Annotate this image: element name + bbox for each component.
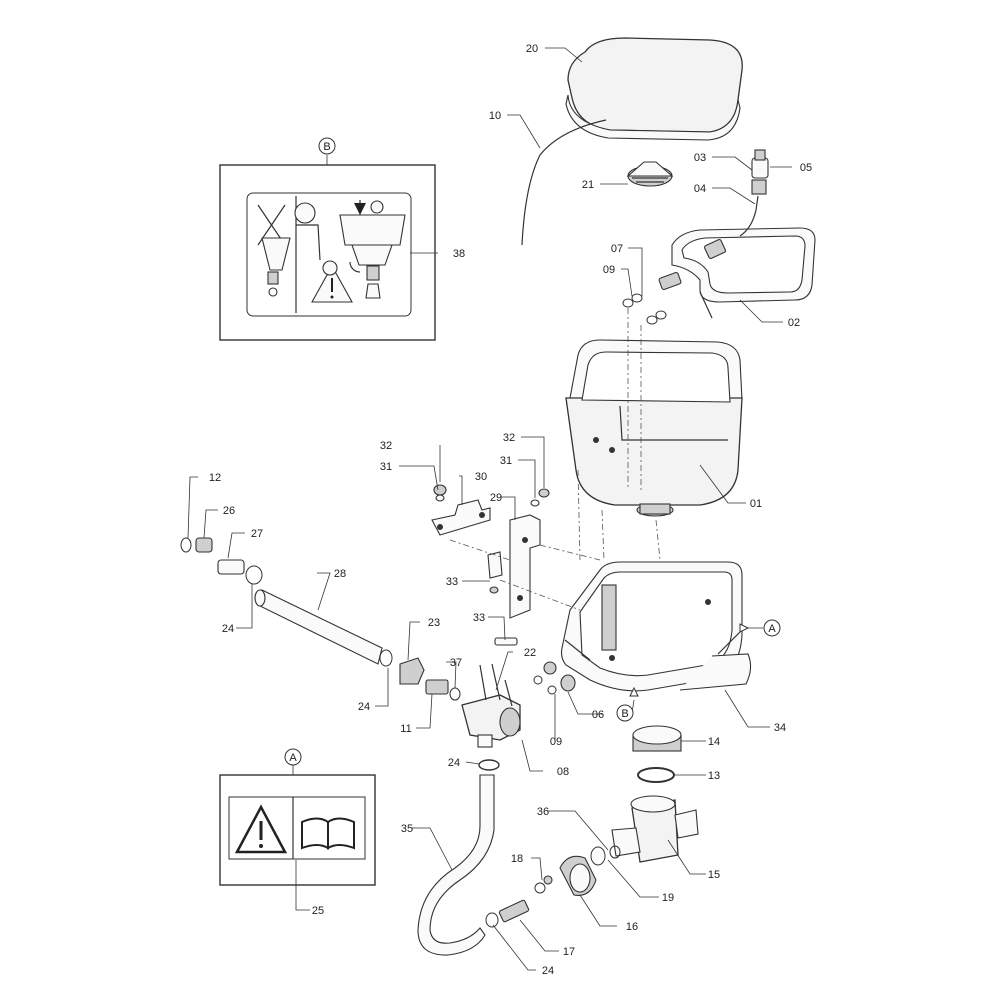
callout-12: 12 [209,472,221,484]
callout-04: 04 [694,183,706,195]
callout-01: 01 [750,498,762,510]
callout-10: 10 [489,110,501,122]
dipstick-wire [521,119,607,246]
callout-24-mid: 24 [358,701,370,713]
callout-31-left: 31 [380,461,392,473]
callout-06: 06 [592,709,604,721]
callout-17: 17 [563,946,575,958]
decal-b-marker: B [323,141,330,153]
callout-37: 37 [450,657,462,669]
coupling-nut-part [379,649,425,685]
filling-pictogram [311,200,406,303]
callout-27: 27 [251,528,263,540]
callout-09-top: 09 [603,264,615,276]
seal-19-part [590,845,621,866]
callout-16: 16 [626,921,638,933]
hose-35-part [417,774,495,956]
lid-part [565,37,743,141]
svg-text:B: B [621,708,628,720]
callout-leaders [187,47,792,971]
callout-34: 34 [774,722,786,734]
pipe-nipple-part [217,559,263,585]
gasket-13-part [637,767,675,783]
support-frame-part [560,561,752,692]
cap-16-part [559,855,597,896]
callout-32-right: 32 [503,432,515,444]
tee-fitting-part [611,795,699,863]
bracket-29-part [509,514,541,619]
callout-09-lower: 09 [550,736,562,748]
callout-24-bottom: 24 [542,965,554,977]
callout-18: 18 [511,853,523,865]
decal-a-marker: A [289,752,297,764]
callout-24-clamp: 24 [448,757,460,769]
callout-38: 38 [453,248,465,260]
hose-connector-part [658,238,727,291]
decal-a-panel: A [219,748,376,886]
hose-clamp-top-part [478,759,500,771]
callout-31-right: 31 [500,455,512,467]
callout-03: 03 [694,152,706,164]
hose-28-part [254,589,383,665]
valve-body-part [461,663,521,748]
threaded-adapter-part [425,679,461,701]
tank-part [565,339,743,517]
pipe-handle-part [671,227,816,319]
callout-28: 28 [334,568,346,580]
manual-book-icon [301,817,355,850]
bracket-33-part [487,551,503,594]
callout-32-left: 32 [380,440,392,452]
callout-24-left: 24 [222,623,234,635]
union-nut-part [632,725,682,752]
callout-35: 35 [401,823,413,835]
bracket-30-part [431,499,491,536]
callout-19: 19 [662,892,674,904]
callout-13: 13 [708,770,720,782]
callout-05: 05 [800,162,812,174]
callout-33-lower: 33 [473,612,485,624]
valve-seals-part [533,661,576,695]
callout-02: 02 [788,317,800,329]
nozzle-fitting-part [739,149,769,237]
callout-numbers: 20 10 21 03 05 04 07 09 02 01 32 31 32 3… [209,43,812,977]
callout-26: 26 [223,505,235,517]
decal-b-panel: B [219,137,436,341]
callout-07: 07 [611,243,623,255]
strainer-part [626,161,674,187]
svg-text:A: A [768,623,776,635]
drain-fitting-part [485,875,553,928]
o-rings-top [622,293,667,325]
callout-30: 30 [475,471,487,483]
fasteners-part [433,484,550,646]
callout-23: 23 [428,617,440,629]
callout-33-upper: 33 [446,576,458,588]
callout-22: 22 [524,647,536,659]
callout-14: 14 [708,736,720,748]
callout-29: 29 [490,492,502,504]
callout-25: 25 [312,905,324,917]
ref-marker-a: A [739,619,781,637]
callout-11: 11 [400,723,411,735]
callout-36: 36 [537,806,549,818]
callout-21: 21 [582,179,594,191]
callout-08: 08 [557,766,569,778]
callout-20: 20 [526,43,538,55]
end-plug-part [180,537,213,553]
operator-pictogram [257,202,321,297]
ref-marker-b: B [616,686,639,722]
callout-15: 15 [708,869,720,881]
